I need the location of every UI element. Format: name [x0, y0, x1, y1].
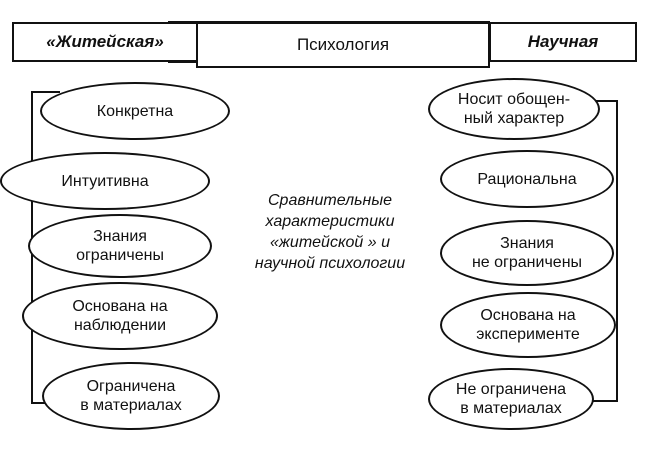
ellipse-text-line: ный характер	[463, 110, 565, 127]
everyday-psychology-box: «Житейская»	[12, 22, 198, 62]
caption-line: «житейской » и	[270, 234, 390, 251]
ellipse-text-line: Знания	[93, 228, 147, 245]
ellipse-text-line: Носит обощен-	[457, 91, 571, 108]
caption-line: Сравнительные	[267, 192, 392, 209]
right-item-knowledge-unlimited: Знания не ограничены	[440, 220, 614, 286]
ellipse-text-line: Конкретна	[96, 102, 174, 120]
left-item-intuitive: Интуитивна	[0, 152, 210, 210]
scientific-psychology-label: Научная	[527, 32, 599, 51]
left-item-knowledge-limited: Знания ограничены	[28, 214, 212, 278]
ellipse-text-line: эксперименте	[476, 326, 580, 343]
psychology-box: Психология	[196, 22, 490, 68]
caption-line: научной психологии	[254, 255, 406, 272]
comparative-characteristics-caption: Сравнительные характеристики «житейской …	[230, 190, 430, 274]
ellipse-text-line: Знания	[500, 235, 554, 252]
left-item-specific: Конкретна	[40, 82, 230, 140]
right-item-rational: Рациональна	[440, 150, 614, 208]
caption-line: характеристики	[265, 213, 395, 230]
ellipse-text-line: Рациональна	[477, 170, 577, 188]
ellipse-text-line: Не ограничена	[455, 381, 567, 398]
ellipse-text-line: Ограничена	[86, 378, 176, 395]
ellipse-text-line: ограничены	[76, 247, 164, 264]
right-item-generalized: Носит обощен- ный характер	[428, 78, 600, 140]
right-bracket	[585, 100, 618, 402]
ellipse-text-line: наблюдении	[73, 317, 167, 334]
right-item-based-on-experiment: Основана на эксперименте	[440, 292, 616, 358]
everyday-psychology-label: «Житейская»	[46, 32, 164, 51]
scientific-psychology-box: Научная	[489, 22, 637, 62]
ellipse-text-line: не ограничены	[471, 254, 583, 271]
ellipse-text-line: Интуитивна	[61, 172, 149, 190]
ellipse-text-line: в материалах	[460, 400, 562, 417]
psychology-label: Психология	[296, 35, 390, 54]
right-item-unlimited-in-materials: Не ограничена в материалах	[428, 368, 594, 430]
ellipse-text-line: Основана на	[480, 307, 576, 324]
ellipse-text-line: Основана на	[72, 298, 168, 315]
left-item-limited-in-materials: Ограничена в материалах	[42, 362, 220, 430]
ellipse-text-line: в материалах	[80, 397, 182, 414]
left-item-based-on-observation: Основана на наблюдении	[22, 282, 218, 350]
